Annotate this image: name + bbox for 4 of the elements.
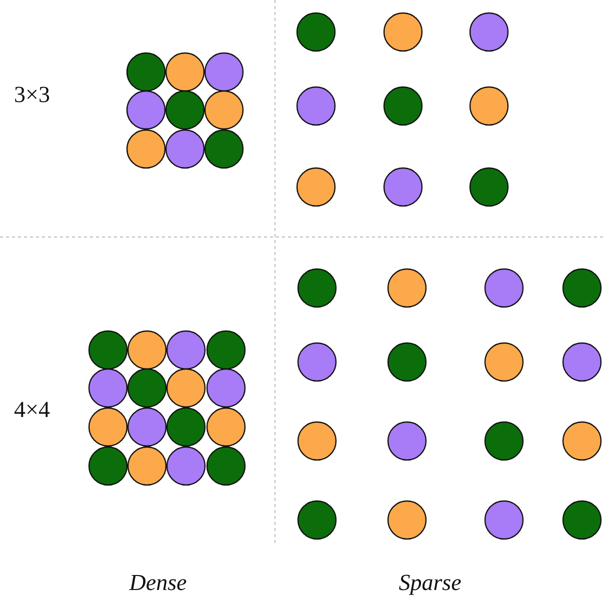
column-label: Dense xyxy=(129,570,187,596)
column-label: Sparse xyxy=(398,570,462,596)
row-label: 3×3 xyxy=(14,82,50,108)
row-label: 4×4 xyxy=(14,397,50,423)
